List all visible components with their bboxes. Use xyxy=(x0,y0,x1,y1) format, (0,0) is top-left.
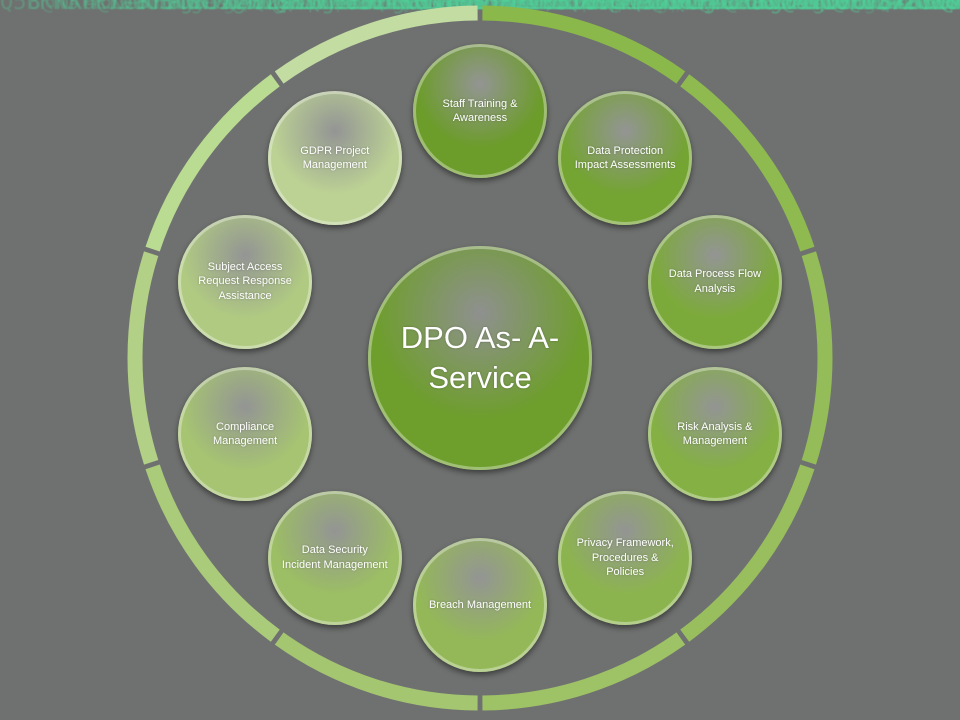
ring-segment xyxy=(145,464,280,642)
ring-segment xyxy=(127,251,159,465)
node-label: Staff Training & Awareness xyxy=(442,97,518,125)
node-risk-analysis: Risk Analysis & Management xyxy=(647,367,782,502)
node-data-process-flow: Data Process Flow Analysis xyxy=(647,214,782,349)
ring-segment xyxy=(680,464,815,642)
center-label: DPO As- A- Service xyxy=(400,320,560,395)
node-label: Data Protection Impact Assessments xyxy=(574,144,676,172)
ring-segment xyxy=(274,632,478,711)
node-data-security-incident: Data Security Incident Management xyxy=(267,490,402,625)
ring-segment xyxy=(680,74,815,252)
node-subject-access-request: Subject Access Request Response Assistan… xyxy=(178,214,313,349)
node-label: Subject Access Request Response Assistan… xyxy=(198,260,292,302)
ring-segment xyxy=(145,74,280,252)
node-privacy-framework: Privacy Framework, Procedures & Policies xyxy=(558,490,693,625)
node-label: Data Security Incident Management xyxy=(281,544,388,571)
node-breach-management: Breach Management xyxy=(413,538,547,672)
node-label: Privacy Framework, Procedures & Policies xyxy=(576,537,674,579)
node-label: Breach Management xyxy=(428,598,532,611)
node-label: Compliance Management xyxy=(212,420,278,448)
node-compliance-management: Compliance Management xyxy=(178,367,313,502)
node-gdpr-project: GDPR Project Management xyxy=(267,91,402,226)
node-label: GDPR Project Management xyxy=(300,144,370,172)
node-dpia: Data Protection Impact Assessments xyxy=(558,91,693,226)
ring-segment xyxy=(801,251,833,465)
node-label: Risk Analysis & Management xyxy=(677,420,753,448)
node-staff-training: Staff Training & Awareness xyxy=(413,44,547,178)
ring-segment xyxy=(274,5,478,84)
center-node-dpo-as-a-service: DPO As- A- Service xyxy=(368,246,592,470)
ring-segment xyxy=(482,632,686,711)
ring-segment xyxy=(482,5,686,84)
node-label: Data Process Flow Analysis xyxy=(668,268,762,295)
